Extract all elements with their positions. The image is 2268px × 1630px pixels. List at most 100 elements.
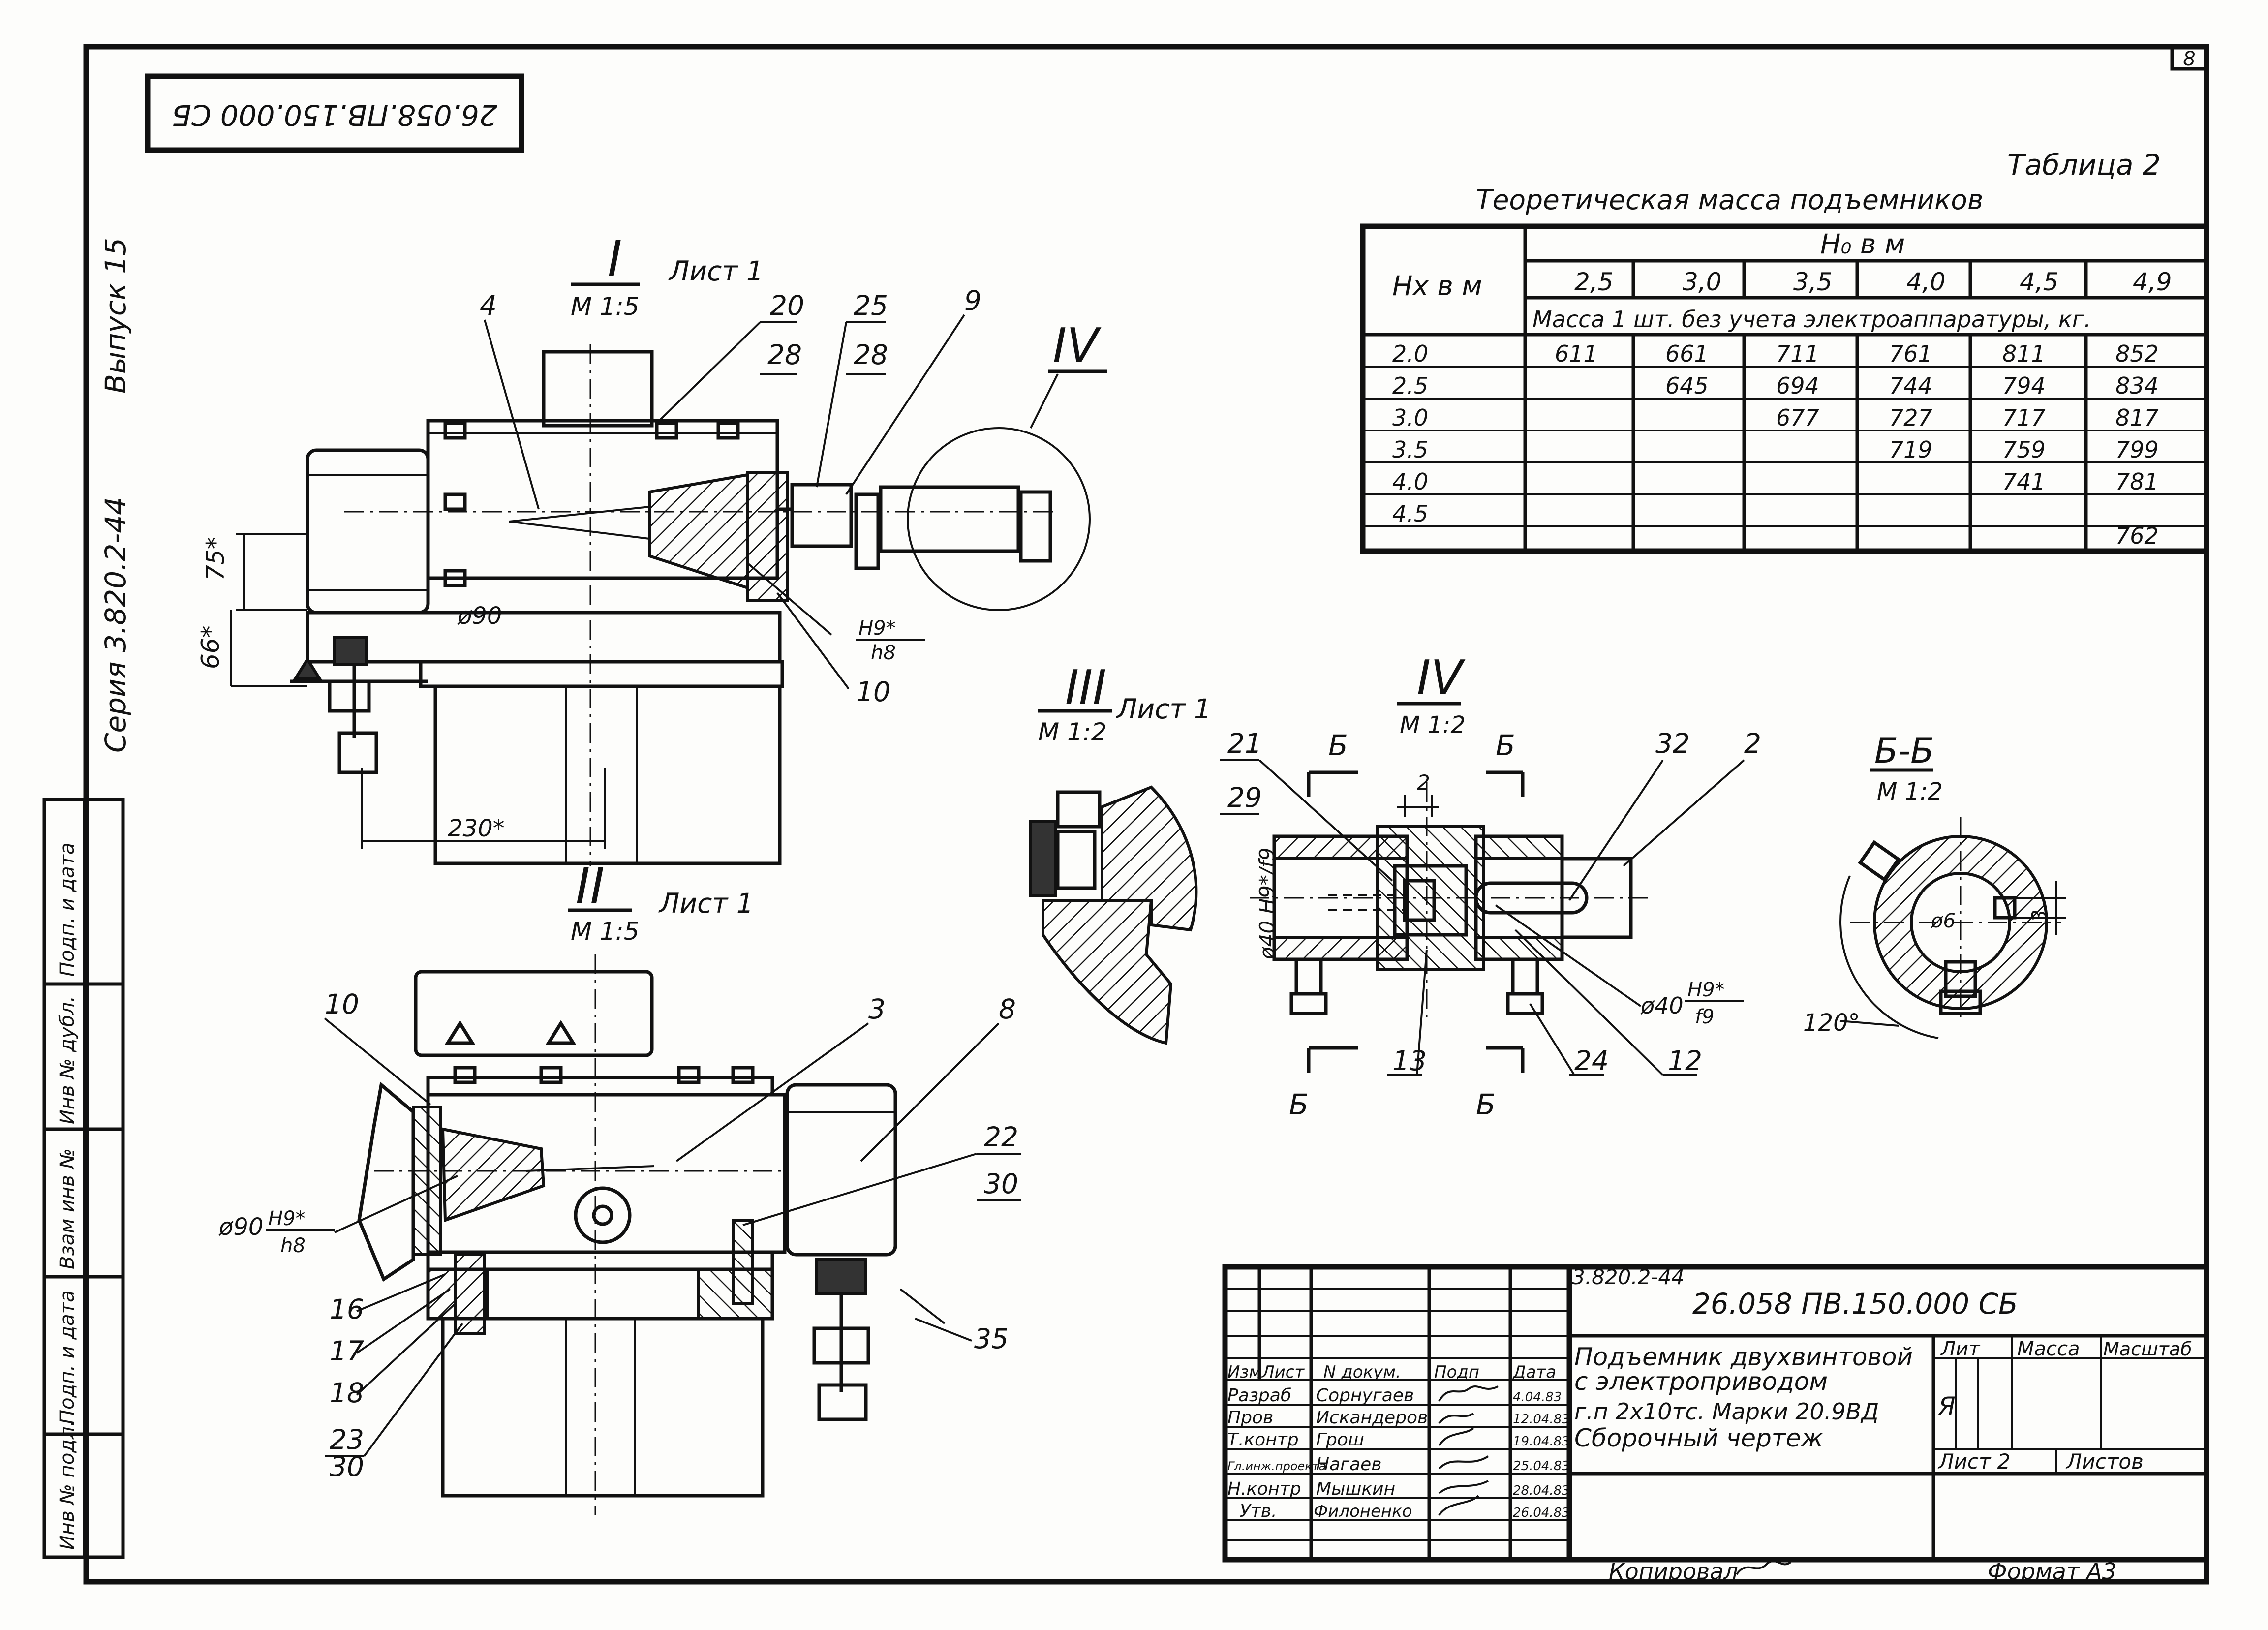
tb-header-list: Лист: [1261, 1362, 1305, 1382]
v1-fit-den: h8: [871, 642, 896, 664]
v1-callout-28: 28: [767, 339, 802, 370]
view2-scale: М 1:5: [571, 917, 640, 946]
tb-date: 28.04.83: [1513, 1483, 1570, 1498]
tb-sheets: Листов: [2065, 1449, 2144, 1474]
table-cell: 677: [1776, 404, 1819, 431]
series-label: Серия 3.820.2-44: [99, 497, 132, 753]
v2-callout-23: 23: [330, 1424, 364, 1455]
view1-roman: I: [608, 230, 622, 287]
strip-label-4: Инв № дубл.: [56, 996, 79, 1124]
strip-label-2: Подп. и дата: [56, 1291, 79, 1424]
tb-format: Формат А3: [1988, 1558, 2116, 1585]
table-row-2-hx: 2.5: [1392, 372, 1428, 399]
v4-fit-den: f9: [1695, 1006, 1715, 1028]
table-cell: 834: [2115, 372, 2159, 399]
table-cell: 852: [2115, 340, 2159, 367]
view2-roman: II: [576, 857, 605, 915]
tb-person: Искандеров: [1316, 1408, 1428, 1428]
v4-cut-b4: Б: [1476, 1088, 1496, 1121]
v1-callout-28b: 28: [854, 339, 888, 370]
signature-mark: [1438, 1413, 1474, 1424]
page-number: 8: [2183, 48, 2195, 70]
v4-fit-prefix: ø40: [1640, 992, 1684, 1019]
detail-circle-label: IV: [1053, 319, 1102, 373]
table-col-4: 4,0: [1906, 268, 1946, 296]
view3-roman: III: [1065, 661, 1106, 715]
issue-label: Выпуск 15: [99, 238, 132, 394]
table-cell: 811: [2002, 340, 2046, 367]
title-block: 3.820.2-44 26.058 ПВ.150.000 СБ Подъемни…: [1222, 1264, 2209, 1585]
table-cell: 694: [1776, 372, 1819, 399]
tb-role: Н.контр: [1227, 1479, 1301, 1499]
tb-header-izm: Изм: [1227, 1362, 1261, 1382]
tb-name-line-2: с электроприводом: [1574, 1367, 1828, 1396]
table-cell: 762: [2115, 523, 2159, 549]
table-cell: 611: [1555, 340, 1598, 367]
v4-cut-b1: Б: [1328, 729, 1348, 762]
v4-dim-2: 2: [1417, 770, 1430, 795]
signature-mark: [1438, 1495, 1479, 1516]
tb-header-sign: Подп: [1434, 1362, 1479, 1382]
tb-date: 19.04.83: [1513, 1434, 1570, 1449]
table-cell: 661: [1665, 340, 1709, 367]
v1-callout-10: 10: [856, 676, 890, 707]
tb-person: Филоненко: [1314, 1502, 1412, 1521]
table-col-2: 3,0: [1683, 268, 1722, 296]
table-cell: 741: [2002, 468, 2046, 495]
table-cell: 744: [1889, 372, 1932, 399]
dim-66: 66*: [196, 625, 225, 669]
view4-scale: М 1:2: [1400, 711, 1466, 739]
v1-callout-20: 20: [770, 290, 804, 321]
section-bb: Б-Б М 1:2 120° 3 ø6: [1803, 731, 2066, 1039]
view3-sheet-ref: Лист 1: [1116, 693, 1211, 725]
v1-fit-num: H9*: [858, 617, 896, 640]
v1-fit-prefix: ø90: [457, 602, 502, 630]
view-3: III М 1:2 Лист 1: [1029, 661, 1211, 1045]
view4-roman: IV: [1417, 651, 1466, 705]
table-row-6-hx: 4.5: [1392, 500, 1428, 527]
dim-75: 75*: [201, 537, 230, 581]
tb-person: Сорнугаев: [1316, 1385, 1414, 1406]
v2-callout-8: 8: [999, 993, 1016, 1025]
tb-role: Разраб: [1227, 1385, 1291, 1406]
table-cell: 794: [2002, 372, 2046, 399]
v4-callout-32: 32: [1655, 728, 1690, 759]
signature-mark: [1438, 1427, 1474, 1446]
section-dim-6: ø6: [1931, 910, 1956, 932]
signature-mark: [1438, 1455, 1489, 1470]
v4-fit-num: H9*: [1687, 979, 1725, 1001]
v4-callout-12: 12: [1668, 1045, 1702, 1076]
v4-callout-2: 2: [1744, 728, 1761, 759]
table-group-header: H₀ в м: [1820, 228, 1905, 260]
view1-scale: М 1:5: [571, 292, 640, 321]
section-angle: 120°: [1803, 1009, 1860, 1037]
table-col-3: 3,5: [1793, 268, 1833, 296]
table-col-5: 4,5: [2020, 268, 2059, 296]
v2-callout-10: 10: [325, 988, 359, 1020]
view1-sheet-ref: Лист 1: [668, 255, 764, 287]
table-row-3-hx: 3.0: [1392, 404, 1428, 431]
tb-date: 12.04.83: [1513, 1412, 1570, 1427]
v4-vertical-fit: ø40 H9*/f9: [1255, 848, 1279, 960]
table-cell: 727: [1889, 404, 1932, 431]
v4-cut-b3: Б: [1289, 1088, 1309, 1121]
table-subheader: Масса 1 шт. без учета электроаппаратуры,…: [1532, 306, 2091, 333]
v1-callout-25: 25: [854, 290, 888, 321]
tb-person: Грош: [1316, 1430, 1364, 1450]
code-stamp: 26.058.ПВ.150.000 СБ: [172, 98, 497, 132]
section-scale: М 1:2: [1877, 778, 1943, 805]
tb-lit-value: Я: [1938, 1392, 1956, 1420]
tb-role: Гл.инж.проекта: [1227, 1459, 1326, 1473]
v2-callout-30b: 30: [330, 1451, 364, 1482]
v2-callout-22: 22: [984, 1121, 1018, 1153]
v4-callout-29: 29: [1227, 782, 1262, 813]
strip-label-3: Взам инв №: [56, 1148, 79, 1269]
tb-role: Утв.: [1240, 1501, 1277, 1521]
tb-lit-header: Лит: [1940, 1338, 1981, 1360]
v2-callout-16: 16: [330, 1293, 364, 1325]
copied-signature-mark: [1736, 1560, 1792, 1575]
tb-role: Т.контр: [1227, 1430, 1299, 1450]
tb-header-doc: N докум.: [1323, 1362, 1401, 1382]
view-1: I М 1:5 Лист 1: [196, 230, 1107, 866]
